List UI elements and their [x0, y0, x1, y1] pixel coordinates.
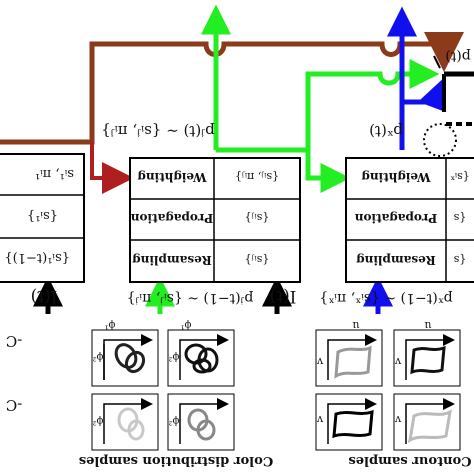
middle-particle-box: Weighting {sᵢⱼ, πᵢⱼ} Propagation {sᵢⱼ} R…: [129, 157, 301, 283]
left-row-0: sᵢ¹, πᵢ¹: [35, 166, 74, 181]
axis-u-a: u: [352, 319, 359, 332]
right-propagation-value: {s: [453, 211, 466, 224]
middle-propagation-label: Propagation: [130, 211, 213, 225]
blue-to-output: [402, 78, 447, 113]
caption-contour-samples: Contour samples: [348, 453, 471, 468]
brown-feedback-path: [0, 31, 464, 145]
color-sample-panel-3: [91, 393, 159, 451]
label-left-c2: -C: [6, 396, 23, 414]
left-particle-box: sᵢ¹, πᵢ¹ {sᵢ¹} {sᵢ¹(t−1)}: [0, 153, 85, 283]
contour-sample-panel-2: [393, 329, 461, 387]
axis-v-c: v: [316, 413, 324, 426]
label-p-out: p(t): [445, 48, 471, 64]
axis-phi2-a: ϕ²: [93, 351, 104, 362]
green-to-output: [305, 59, 440, 150]
axis-phi2-c: ϕ²: [93, 415, 104, 426]
color-sample-panel-1: [91, 329, 159, 387]
axis-phi2-d: ϕ²: [169, 415, 180, 426]
middle-propagation-value: {sᵢⱼ}: [245, 211, 270, 224]
caption-color-samples: Color distribution samples: [79, 453, 273, 468]
axis-phi1-b: ϕ¹: [181, 319, 192, 330]
axis-v-d: v: [394, 413, 402, 426]
contour-sample-panel-1: [315, 329, 383, 387]
axis-v-b: v: [394, 355, 402, 368]
middle-weighting-label: Weighting: [137, 170, 208, 184]
color-sample-panel-4: [167, 393, 235, 451]
label-p-mid-top: pʲ(t) ∼ {sᵢʲ, πᵢʲ}: [101, 122, 215, 140]
label-i-left: I(t): [31, 286, 58, 306]
black-to-output-arrow: [433, 55, 441, 69]
right-resampling-label: Resampling: [356, 253, 436, 267]
left-row-1: {sᵢ¹}: [27, 208, 58, 223]
label-i-mid: I(t): [270, 286, 297, 306]
left-row-2: {sᵢ¹(t−1)}: [4, 250, 70, 265]
red-arrow-to-weighting: [90, 142, 134, 194]
axis-u-b: u: [424, 319, 431, 332]
color-sample-panel-2: [167, 329, 235, 387]
middle-resampling-label: Resampling: [132, 253, 212, 267]
dotted-ellipse: [423, 123, 457, 157]
right-weighting-label: Weighting: [361, 170, 432, 184]
right-weighting-value: {sᵢˣ: [450, 170, 470, 183]
contour-sample-panel-4: [393, 393, 461, 451]
middle-resampling-value: {sᵢⱼ}: [245, 253, 270, 266]
right-propagation-label: Propagation: [354, 211, 437, 225]
right-resampling-value: {s: [453, 253, 466, 266]
label-p-right-prev: pˣ(t−1) ∼ {sᵢˣ, πᵢˣ}: [319, 290, 452, 306]
green-to-right-weighting: [216, 147, 351, 193]
axis-phi1-a: ϕ¹: [105, 319, 116, 330]
label-p-right-top: pˣ(t): [369, 122, 403, 140]
contour-sample-panel-3: [315, 393, 383, 451]
axis-phi2-b: ϕ²: [169, 351, 180, 362]
right-particle-box: Weighting {sᵢˣ Propagation {s Resampling…: [345, 157, 474, 283]
middle-weighting-value: {sᵢⱼ, πᵢⱼ}: [235, 170, 279, 183]
label-p-mid-prev: pʲ(t−1) ∼ {sᵢʲ, πᵢʲ}: [127, 290, 254, 306]
axis-v-a: v: [316, 355, 324, 368]
label-left-c1: -C: [6, 332, 23, 350]
